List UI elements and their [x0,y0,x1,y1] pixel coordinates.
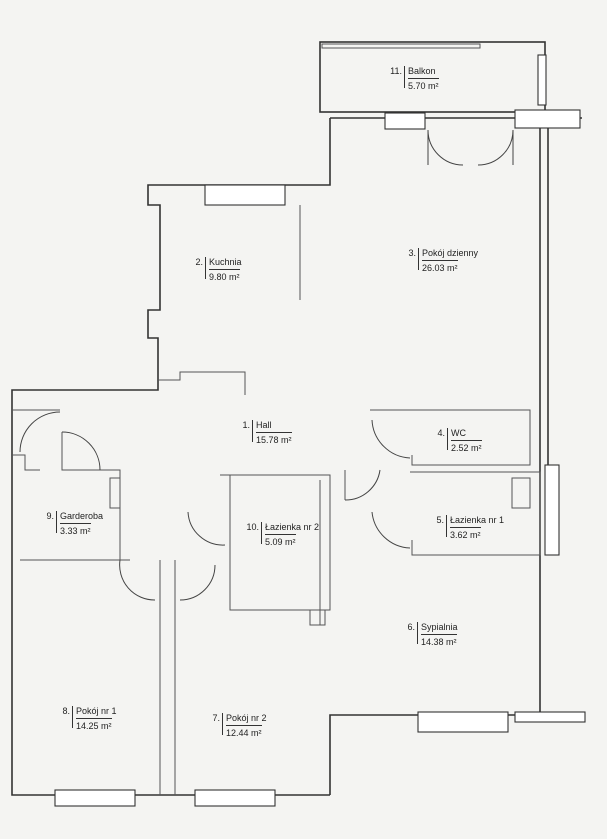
room-area: 14.25 m² [76,718,112,731]
room-area: 15.78 m² [256,432,292,445]
room-number: 8. [62,706,73,728]
room-number: 10. [246,522,262,544]
room-name: Balkon [408,66,436,76]
room-name: Sypialnia [421,622,458,632]
room-number: 7. [212,713,223,735]
room-number: 5. [436,515,447,537]
room-area: 3.33 m² [60,523,91,536]
room-number: 9. [46,511,57,533]
room-name: Pokój nr 2 [226,713,267,723]
room-name: WC [451,428,466,438]
room-area: 5.09 m² [265,534,296,547]
interior-walls [12,205,541,795]
room-area: 26.03 m² [422,260,458,273]
doors [19,129,514,601]
room-number: 4. [437,428,448,450]
room-area: 14.38 m² [421,634,457,647]
windows [54,109,586,807]
room-name: Kuchnia [209,257,242,267]
room-name: Łazienka nr 2 [265,522,320,532]
room-name: Hall [256,420,272,430]
room-number: 1. [242,420,253,442]
balcony-outline [319,41,547,113]
room-number: 2. [195,257,206,279]
room-area: 2.52 m² [451,440,482,453]
room-number: 11. [390,66,405,88]
room-number: 6. [407,622,418,644]
room-name: Garderoba [60,511,104,521]
room-name: Łazienka nr 1 [450,515,505,525]
room-area: 5.70 m² [408,78,439,91]
room-name: Pokój nr 1 [76,706,117,716]
room-name: Pokój dzienny [422,248,479,258]
room-area: 12.44 m² [226,725,262,738]
room-number: 3. [408,248,419,270]
room-area: 3.62 m² [450,527,481,540]
room-area: 9.80 m² [209,269,240,282]
